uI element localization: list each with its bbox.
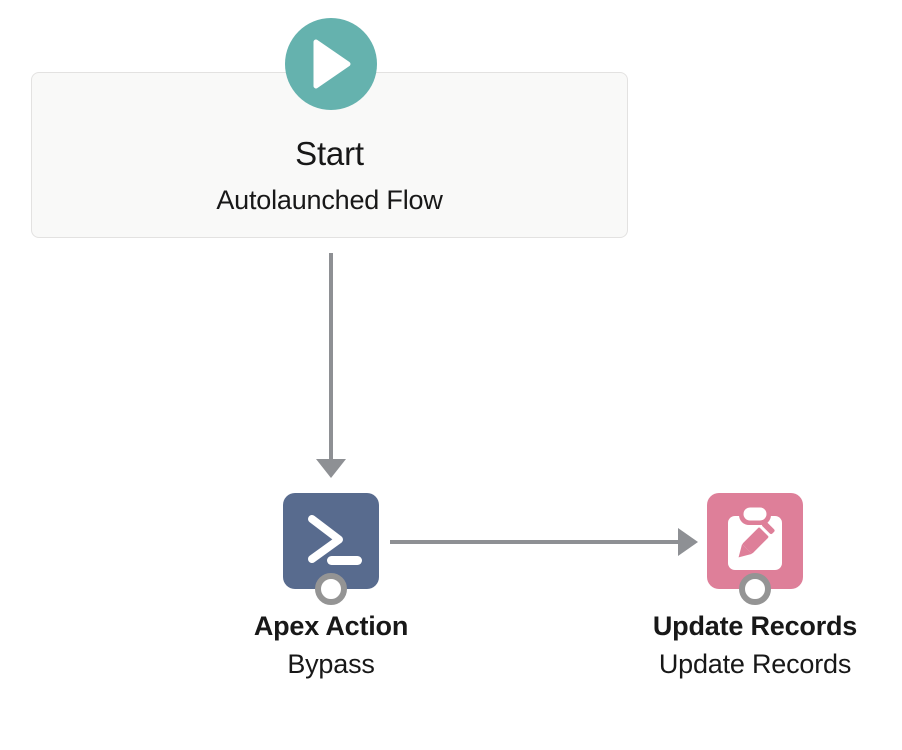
arrowhead-right-icon (678, 528, 698, 556)
terminal-chevron (308, 515, 343, 563)
connector-start-to-apex[interactable] (329, 253, 333, 460)
apex-action-node[interactable] (283, 493, 379, 589)
start-node-title: Start (295, 135, 364, 172)
start-node-subtitle: Autolaunched Flow (216, 185, 443, 215)
apex-connection-handle[interactable] (315, 573, 347, 605)
clipboard-pencil-icon (707, 493, 803, 589)
update-records-node[interactable] (707, 493, 803, 589)
pencil-glyph (738, 521, 775, 558)
update-connection-handle[interactable] (739, 573, 771, 605)
play-icon (285, 18, 377, 110)
play-triangle (313, 39, 351, 89)
arrowhead-down-icon (316, 459, 346, 478)
clipboard-clip (743, 507, 767, 521)
update-node-title: Update Records (652, 611, 858, 641)
apex-node-subtitle: Bypass (287, 649, 375, 679)
apex-node-title: Apex Action (253, 611, 409, 641)
terminal-prompt-icon (283, 493, 379, 589)
connector-apex-to-update[interactable] (390, 540, 678, 544)
start-play-button[interactable] (285, 18, 377, 110)
terminal-underscore (327, 556, 362, 565)
update-node-subtitle: Update Records (658, 649, 852, 679)
